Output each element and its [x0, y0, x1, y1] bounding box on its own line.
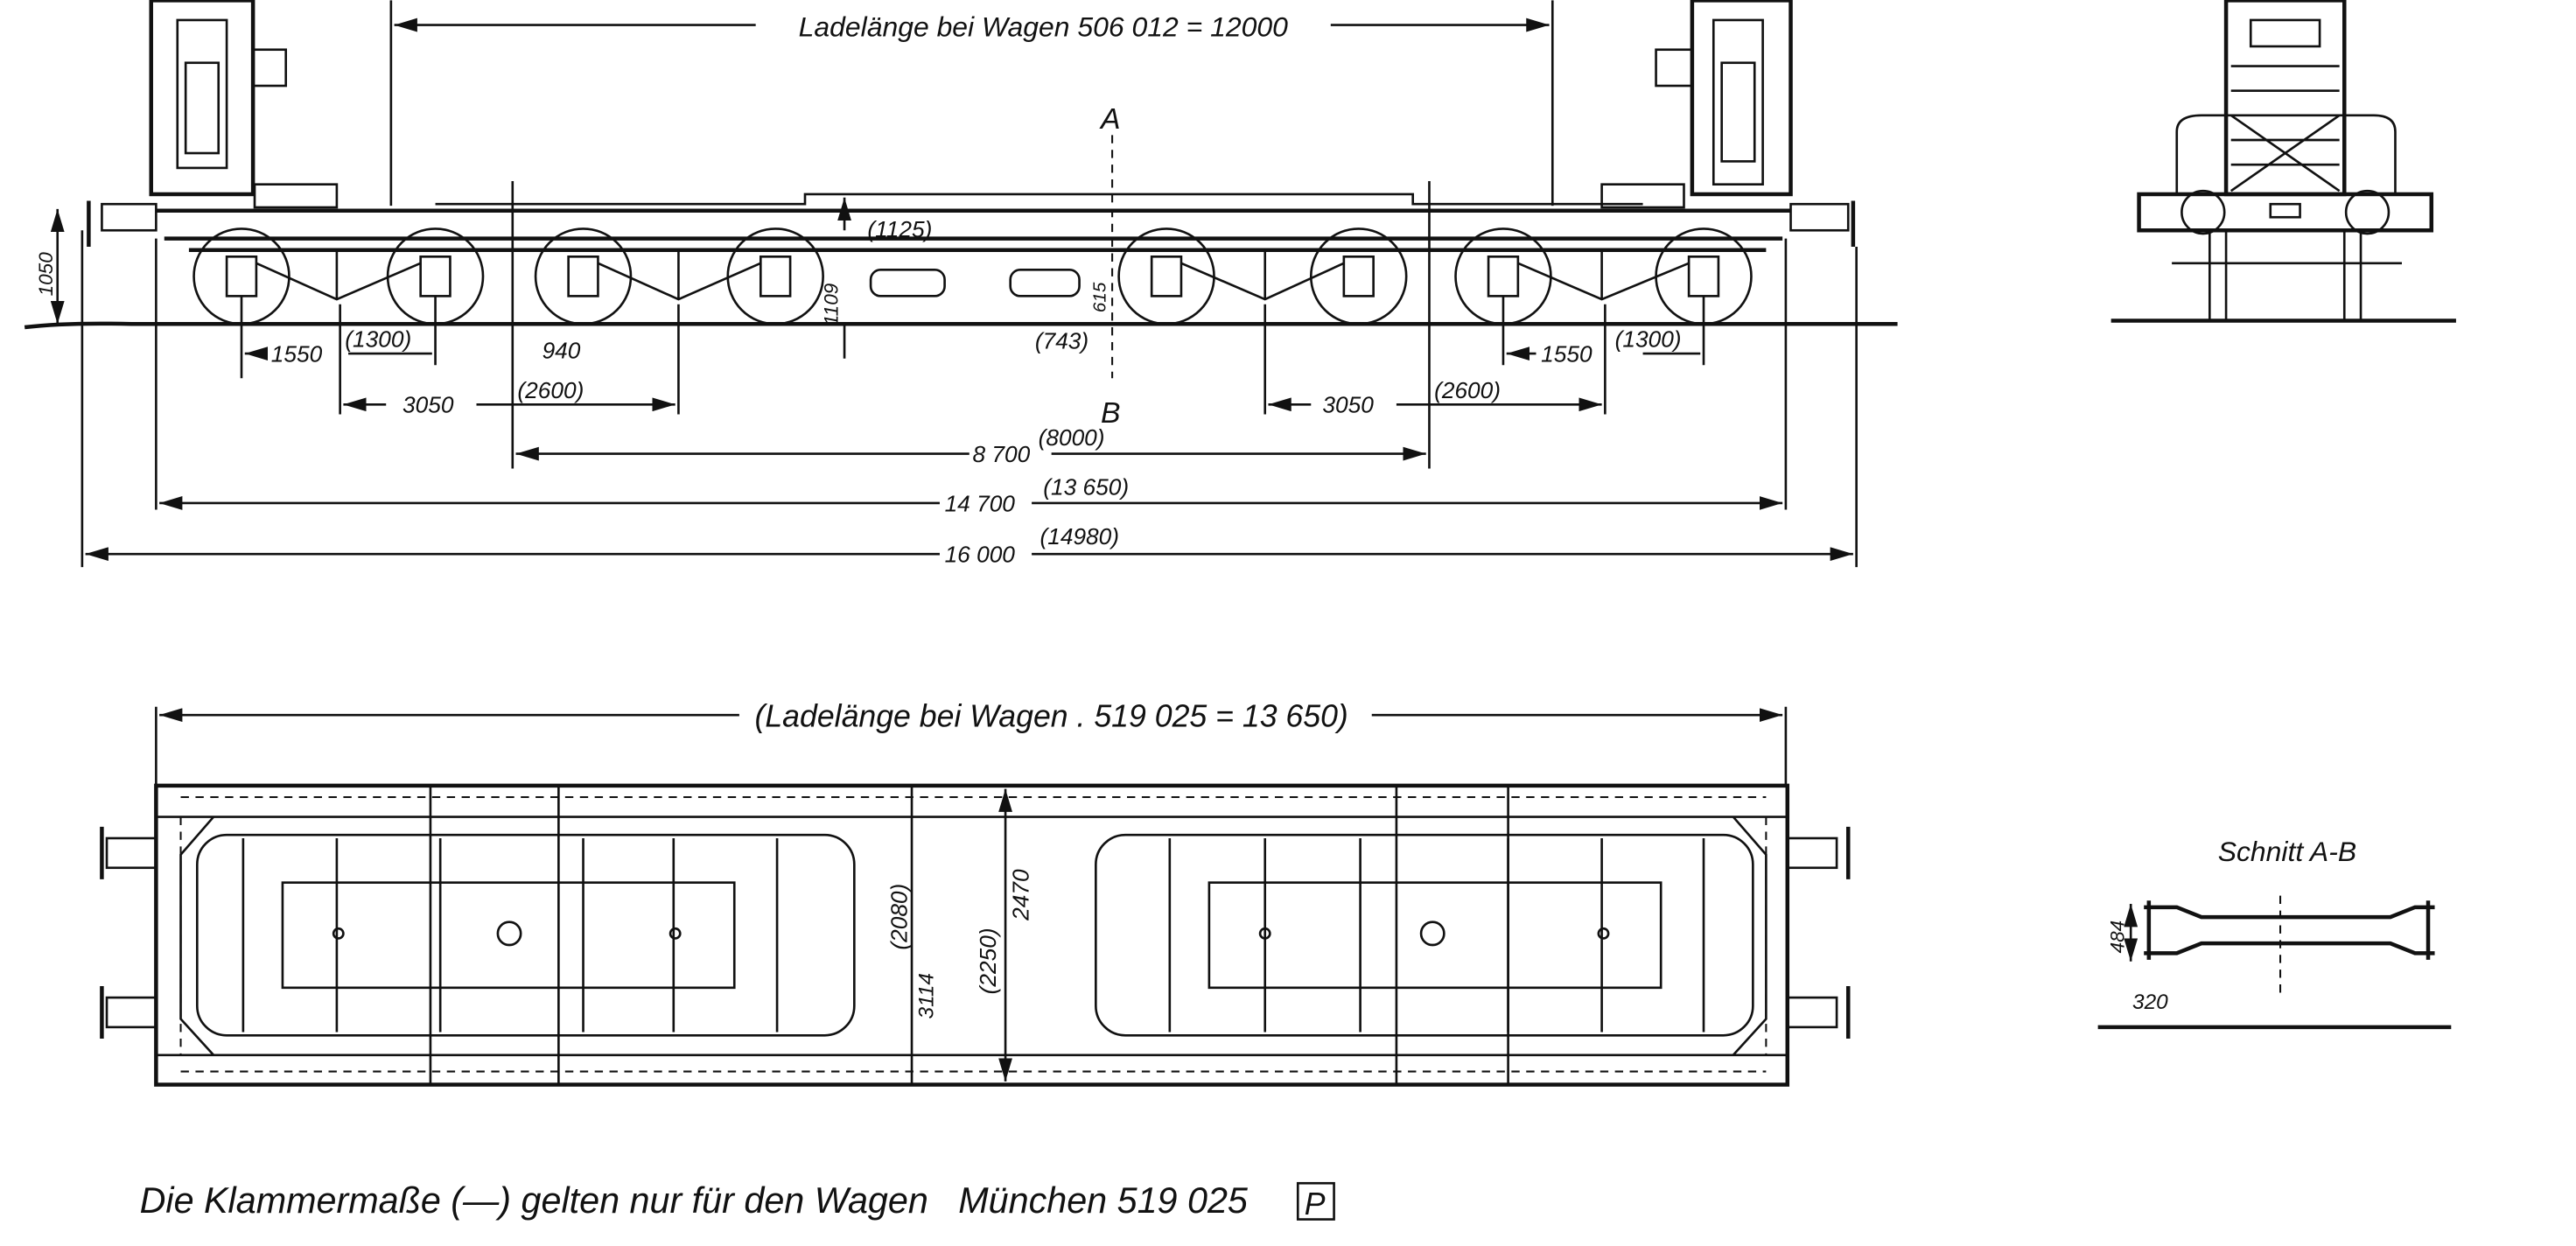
dim-bogie-width-alt: (2250): [975, 928, 1001, 994]
top-loading-length-label: (Ladelänge bei Wagen . 519 025 = 13 650): [754, 698, 1348, 733]
section-a-b: Schnitt A-B 484 320: [2097, 836, 2452, 1030]
dim-inner-width: 2470: [1007, 869, 1033, 921]
wheelsets: [192, 228, 1753, 326]
footnote: Die Klammermaße (—) gelten nur für den W…: [140, 1180, 1335, 1222]
top-buffers: [100, 826, 1851, 1040]
dim-frame-length: 14 700: [945, 490, 1016, 516]
dim-low-height-alt: (743): [1035, 327, 1088, 354]
dim-overall-length: 16 000: [945, 542, 1016, 568]
bogie-right: [1095, 833, 1754, 1037]
buffer-right: [1789, 200, 1856, 248]
dim-overall-width: 3114: [914, 973, 938, 1018]
top-view: (Ladelänge bei Wagen . 519 025 = 13 650)…: [100, 698, 1851, 1087]
dim-right-bogie: 3050: [1322, 392, 1374, 418]
dim-overall-length-alt: (14980): [1040, 523, 1119, 550]
dim-right-bogie-alt: (2600): [1434, 377, 1501, 403]
bogie-left: [195, 833, 856, 1037]
dim-low-height: 615: [1090, 282, 1110, 312]
dim-floor-height: 1109: [821, 283, 843, 326]
section-height: 484: [2107, 920, 2129, 954]
footnote-badge: P: [1305, 1186, 1326, 1222]
dim-left-axle-alt: (1300): [345, 326, 411, 353]
end-view: [2110, 0, 2456, 323]
dim-left-bogie: 3050: [402, 392, 454, 418]
dim-pivot: 8 700: [973, 441, 1031, 467]
loading-length-label: Ladelänge bei Wagen 506 012 = 12000: [799, 11, 1288, 43]
dim-right-axle: 1550: [1541, 340, 1592, 367]
section-marker-a: A: [1099, 102, 1121, 136]
dim-right-axle-alt: (1300): [1615, 326, 1682, 353]
brake-cabin-left: [149, 0, 339, 209]
buffer-left: [87, 200, 158, 248]
dim-left-bogie-alt: (2600): [517, 377, 584, 403]
dim-floor-height-alt: (1125): [867, 216, 932, 242]
section-width: 320: [2132, 990, 2168, 1014]
footnote-text: Die Klammermaße (—) gelten nur für den W…: [140, 1180, 1249, 1221]
dim-frame-length-alt: (13 650): [1043, 474, 1129, 500]
section-marker-b: B: [1101, 396, 1121, 430]
side-dimensions: [50, 0, 1857, 567]
dim-pivot-alt: (8000): [1039, 424, 1105, 451]
dim-inner-width-alt: (2080): [886, 884, 912, 950]
section-title: Schnitt A-B: [2218, 836, 2356, 867]
dim-left-axle: 1550: [271, 340, 323, 367]
brake-cabin-right: [1600, 0, 1793, 209]
dim-buffer-height: 1050: [35, 252, 57, 297]
side-view: Ladelänge bei Wagen 506 012 = 12000 A B …: [24, 0, 1898, 568]
dim-wheel-diameter: 940: [542, 338, 581, 364]
